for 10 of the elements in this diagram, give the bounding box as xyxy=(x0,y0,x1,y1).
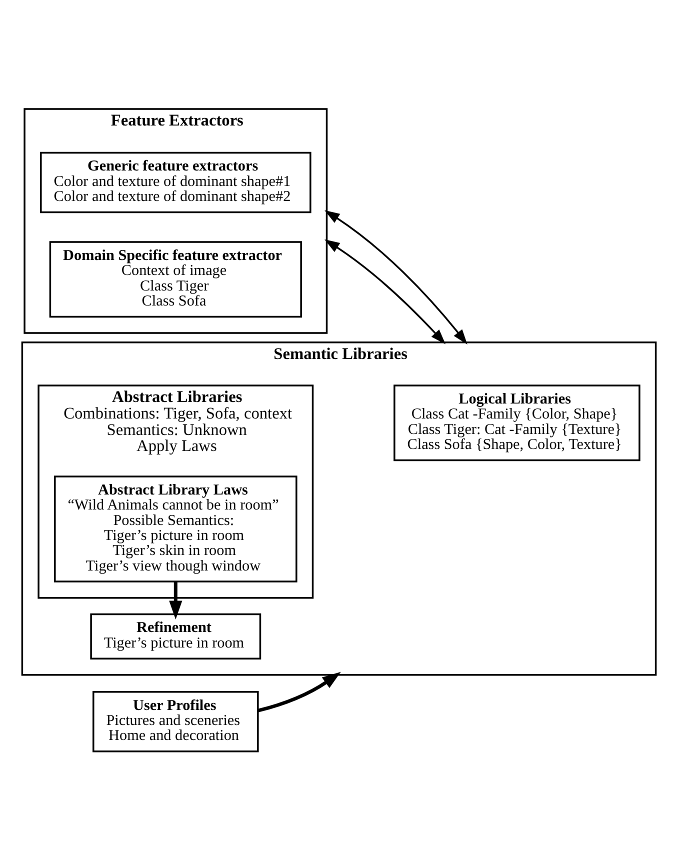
node-box: Generic feature extractors Color and texture of dominant shape#1 Color and texture of dominant shape#2 xyxy=(40,151,312,213)
arrow xyxy=(258,671,341,712)
node-box: Logical Libraries Class Cat -Family {Color, Shape} Class Tiger: Cat -Family {Texture} Class Sofa {Shape, Color, Texture} xyxy=(394,384,640,461)
arrow xyxy=(324,210,468,344)
node-box: Abstract Library Laws “Wild Animals cannot be in room” Possible Semantics: Tiger’s picture in room Tiger’s skin in room Tiger’s view though window xyxy=(54,475,298,582)
node-box: Refinement Tiger’s picture in room xyxy=(90,612,262,659)
node-box: Domain Specific feature extractor Context of image Class Tiger Class Sofa xyxy=(49,240,302,318)
node-box: User Profiles Pictures and sceneries Home and decoration xyxy=(92,690,259,752)
arrow xyxy=(324,238,446,344)
arrow xyxy=(169,581,182,619)
